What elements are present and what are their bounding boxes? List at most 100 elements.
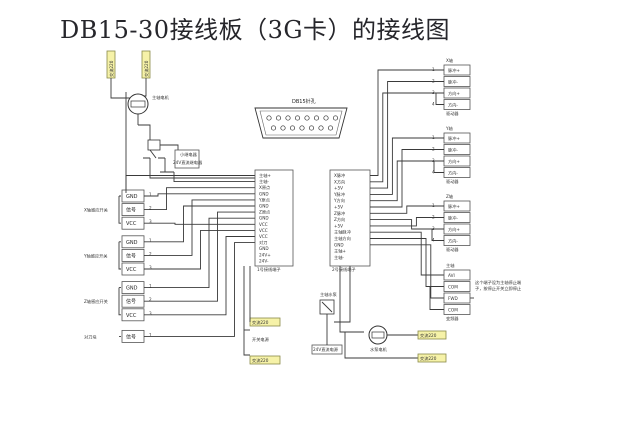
wire <box>370 81 444 189</box>
bottom-left-power: 交流220 交流220 开关电源 <box>243 266 281 365</box>
sensor-pin-label: GND <box>126 286 138 292</box>
driver-footer: 驱动器 <box>446 110 459 117</box>
ac-supply-top-left: 交流220 交流220 <box>106 50 151 79</box>
db15-pin <box>327 125 334 131</box>
db15-pin <box>280 125 286 131</box>
terminal-1-row: GND <box>259 216 269 221</box>
db15-pin <box>304 115 310 121</box>
wire <box>429 286 444 310</box>
terminal-1-row: 对刀 <box>259 239 267 246</box>
terminal-2-row: Y脉冲 <box>333 191 345 198</box>
wire <box>173 172 255 183</box>
db15-pin <box>332 115 339 121</box>
relay: 小继电器 24V直流继电器 <box>143 139 203 173</box>
wire-number: 2 <box>432 215 435 220</box>
wire-number: 3 <box>432 90 435 95</box>
wire <box>144 229 255 270</box>
terminal-2-row: 主轴+ <box>334 248 346 255</box>
vfd-pin-box <box>443 292 471 304</box>
wire <box>144 205 255 243</box>
wire <box>144 242 255 337</box>
vfd-pin-label: FWD <box>448 296 458 301</box>
vfd-footer: 变频器 <box>446 315 459 322</box>
db15-pin <box>308 125 315 131</box>
db15-pin <box>289 125 296 131</box>
wire <box>144 236 255 316</box>
wire-number: 1 <box>149 284 152 289</box>
sensor-pin-label: 信号 <box>126 333 136 340</box>
terminal-block-1: 主轴+主轴-X原点GNDY原点GNDZ原点GNDVCCVCCVCC对刀GND24… <box>254 169 294 273</box>
spindle-motor: 主轴电机 <box>127 93 170 125</box>
wire <box>144 193 255 197</box>
terminal-1-row: 主轴- <box>259 178 269 185</box>
wire-number: 3 <box>149 219 152 224</box>
vfd-note: 这个端子设为主轴停止端 子，按停止开关立即停止 <box>475 279 522 292</box>
terminal-2-row: Z方向 <box>334 216 345 223</box>
pump-dc-label: 24V直流电源 <box>313 346 339 353</box>
vfd-pin-box <box>443 269 471 281</box>
sensor-pin-label: GND <box>126 194 138 200</box>
terminal-1-row: Z原点 <box>259 210 270 216</box>
driver-pin-label: 方向+ <box>448 158 460 165</box>
driver-axis-label: Y轴 <box>445 125 453 132</box>
terminal-1-row: VCC <box>259 228 268 233</box>
db15-pin <box>323 115 329 121</box>
vfd-label: 主轴 <box>446 262 454 269</box>
db15-pin <box>270 125 277 131</box>
terminal-1-row: VCC <box>259 234 268 239</box>
pump-motor-label: 水泵电机 <box>370 346 388 353</box>
wire <box>144 211 255 302</box>
driver-pin-label: 方向+ <box>448 226 460 233</box>
bottom-pump-circuit: 主轴水泵 24V直流电源 水泵电机 交流220 交流220 <box>311 266 447 363</box>
diagram-title: DB15-30接线板（3G卡）的接线图 <box>60 16 451 44</box>
sensor-pin-label: VCC <box>126 221 137 227</box>
wire-number: 1 <box>432 135 435 140</box>
pump-relay-label: 主轴水泵 <box>320 291 337 298</box>
wire <box>370 219 444 230</box>
driver-pin-label: 脉冲+ <box>448 67 460 74</box>
terminal-2-row: +5V <box>334 223 343 228</box>
wire-number: 1 <box>432 203 435 208</box>
wire-number: 3 <box>149 265 152 270</box>
spindle-motor-label: 主轴电机 <box>152 94 170 101</box>
terminal-2-row: 主轴方向 <box>334 235 351 242</box>
db15-pin <box>299 125 305 131</box>
driver-pin-label: 脉冲- <box>448 79 458 86</box>
terminal-2-row: 主轴- <box>334 254 344 261</box>
sensor-pin-label: GND <box>126 240 138 246</box>
db15-connector: DB15针孔 <box>254 98 348 139</box>
driver-footer: 驱动器 <box>446 178 459 185</box>
sensor-pin-label: 信号 <box>126 252 136 259</box>
driver-pin-label: 方向+ <box>448 90 460 97</box>
terminal-2-row: 主轴脉冲 <box>334 229 351 236</box>
wire <box>370 217 444 227</box>
ac-label-left: 交流220 <box>108 60 115 77</box>
wire <box>144 187 255 211</box>
wire <box>370 149 444 208</box>
wire <box>370 205 444 214</box>
driver-pin-label: 方向- <box>448 102 458 109</box>
wire <box>144 199 255 256</box>
terminal-1-row: 24V- <box>259 258 269 263</box>
terminal-2-row: +5V <box>334 186 343 191</box>
sensor-pin-label: 信号 <box>126 298 136 305</box>
driver-pin-label: 方向- <box>448 238 458 245</box>
db15-pin <box>318 125 324 131</box>
wire-number: 2 <box>149 251 152 256</box>
wire <box>144 217 255 289</box>
terminal-2-footer: 2号接线端子 <box>332 266 356 273</box>
wire-number: 3 <box>149 311 152 316</box>
wire-number: 2 <box>432 79 435 84</box>
wire-number: 3 <box>432 226 435 231</box>
driver-pin-label: 脉冲- <box>448 215 458 222</box>
terminal-2-row: X脉冲 <box>334 172 345 179</box>
terminal-1-row: 主轴+ <box>259 172 271 179</box>
wire <box>370 231 444 276</box>
terminal-1-row: 24V+ <box>259 252 271 257</box>
terminal-2-row: GND <box>334 242 344 247</box>
terminal-1-row: GND <box>259 246 269 251</box>
terminal-1-row: GND <box>259 204 269 209</box>
db15-pin <box>294 115 301 121</box>
terminal-2-row: +5V <box>334 205 343 210</box>
vfd-pin-box <box>443 281 471 292</box>
